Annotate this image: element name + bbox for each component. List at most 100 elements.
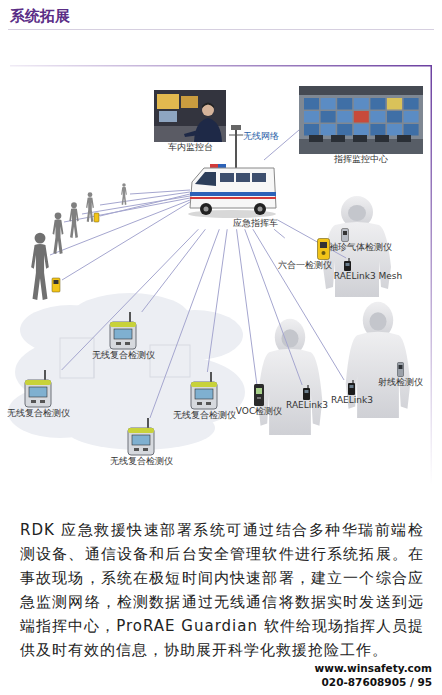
wheel-hub	[204, 207, 209, 212]
device-screen	[343, 231, 347, 235]
video-wall-screen	[354, 111, 369, 123]
device-key	[143, 448, 148, 451]
monitor-screen	[159, 111, 177, 122]
video-wall-screen	[337, 124, 352, 136]
device-button	[322, 251, 326, 255]
wireless-link	[274, 229, 285, 238]
node-label: VOC检测仪	[236, 406, 282, 417]
device-body	[344, 261, 351, 271]
device-body	[128, 428, 154, 455]
desk-monitor	[353, 135, 367, 142]
video-wall-screen	[387, 111, 402, 123]
device-screen	[195, 389, 213, 399]
video-wall-screen	[321, 124, 336, 136]
device-screen	[29, 387, 47, 397]
ceiling	[299, 86, 423, 95]
rescuer-figure	[53, 212, 64, 254]
device-icon	[303, 385, 310, 400]
device-button	[257, 397, 261, 399]
vehicle-node: 应急指挥车	[186, 160, 278, 229]
photo-node: 指挥监控中心	[299, 86, 423, 165]
photo-background	[299, 86, 423, 154]
video-wall-screen	[354, 98, 369, 110]
device-body	[25, 380, 51, 407]
wireless-link	[237, 229, 257, 384]
node-label: RAELink3	[331, 395, 373, 406]
video-wall-screen	[404, 111, 419, 123]
light-bar	[218, 164, 226, 168]
video-wall-screen	[370, 98, 385, 110]
device-node: 六合一检测仪	[278, 238, 332, 271]
video-wall-screen	[370, 111, 385, 123]
rescuer-figure	[31, 233, 49, 300]
device-screen	[132, 435, 150, 445]
page-title: 系统拓展	[10, 7, 70, 26]
video-wall-screen	[387, 124, 402, 136]
video-wall-screen	[387, 98, 402, 110]
detector-screen	[54, 280, 59, 284]
device-node: RAELink3	[331, 380, 373, 406]
device-icon	[299, 86, 423, 154]
video-wall-screen	[304, 98, 319, 110]
device-icon	[397, 362, 404, 377]
wireless-link	[207, 229, 227, 372]
wireless-link	[245, 229, 302, 385]
device-icon	[186, 160, 278, 218]
device-icon	[254, 384, 264, 406]
video-wall-screen	[354, 124, 369, 136]
node-label: RAELink3	[286, 400, 328, 411]
wireless-line	[64, 198, 190, 222]
body-text: RDK 应急救援快速部署系统可通过结合多种华瑞前端检测设备、通信设备和后台安全管…	[20, 518, 424, 662]
node-label: 应急指挥车	[233, 218, 278, 229]
desk-monitor	[397, 135, 411, 142]
device-body	[191, 382, 217, 409]
wheel	[254, 203, 266, 215]
video-wall-screen	[321, 111, 336, 123]
device-node: RAELink3	[286, 385, 328, 411]
device-icon	[108, 312, 138, 350]
photo-node: 车内监控台	[154, 90, 226, 153]
frame-line	[431, 65, 433, 485]
device-icon	[189, 372, 219, 410]
video-wall-screen	[404, 124, 419, 136]
device-screen	[345, 263, 349, 266]
device-node: 无线复合检测仪	[110, 418, 173, 467]
phone-number: 020-87608905 / 95	[322, 676, 432, 689]
antenna-head	[231, 125, 241, 130]
building	[94, 345, 150, 378]
wireless-line	[62, 202, 190, 280]
node-label: 车内监控台	[168, 142, 213, 153]
frame-line	[10, 65, 432, 67]
node-label: 无线复合检测仪	[173, 410, 236, 421]
device-icon	[341, 228, 349, 242]
edge-label: 无线网络	[243, 131, 279, 142]
wireless-line	[50, 200, 190, 255]
windshield	[195, 172, 216, 186]
device-handle	[25, 380, 51, 385]
device-screen	[114, 329, 132, 339]
device-icon	[348, 380, 355, 395]
device-node: 射线检测仪	[378, 362, 423, 388]
node-label: 无线复合检测仪	[110, 456, 173, 467]
vehicle-stripe	[190, 192, 276, 196]
vehicle-body	[190, 168, 276, 208]
desk-monitor	[309, 135, 323, 142]
antenna-mast	[235, 130, 237, 168]
gas-detector	[52, 278, 60, 292]
device-key	[206, 402, 211, 405]
video-wall-screen	[321, 98, 336, 110]
video-wall-screen	[370, 124, 385, 136]
video-wall-screen	[304, 124, 319, 136]
video-wall-screen	[337, 98, 352, 110]
device-key	[134, 448, 139, 451]
side-window	[220, 173, 234, 182]
device-screen	[256, 388, 262, 394]
wireless-link	[278, 220, 346, 258]
device-screen	[305, 390, 309, 393]
node-label: RAELink3 Mesh	[334, 271, 402, 282]
device-body	[254, 384, 264, 406]
wheel	[200, 203, 212, 215]
rescuer-links	[50, 190, 190, 280]
device-screen	[398, 365, 402, 369]
device-key	[116, 342, 121, 345]
